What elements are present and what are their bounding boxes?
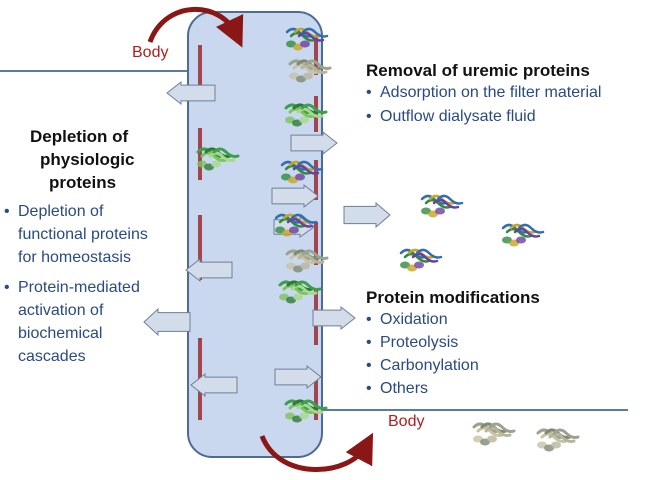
depletion-bullet1-line3: for homeostasis	[18, 249, 131, 266]
protein-ribbon-icon	[285, 27, 329, 51]
depletion-title-line1: Depletion of	[30, 127, 129, 146]
depletion-bullet2-line3: biochemical	[18, 325, 103, 342]
curved-flow-arrow-icon	[259, 432, 374, 472]
block-arrow-icon	[185, 257, 233, 283]
protein-ribbon-icon	[280, 160, 324, 184]
protein-ribbon-icon	[501, 223, 545, 247]
modifications-title: Protein modifications	[366, 288, 540, 307]
removal-bullet-adsorption: •Adsorption on the filter material	[366, 84, 602, 101]
block-arrow-icon	[290, 130, 338, 156]
block-arrow-icon	[312, 305, 356, 331]
curved-flow-arrow-icon	[147, 7, 244, 48]
block-arrow-icon	[190, 372, 238, 398]
block-arrow-icon	[271, 183, 319, 209]
protein-ribbon-icon	[285, 249, 329, 273]
protein-ribbon-icon	[284, 103, 328, 127]
protein-ribbon-icon	[284, 399, 328, 423]
depletion-bullet2-line2: activation of	[18, 302, 104, 319]
depletion-bullet1-line2: functional proteins	[18, 226, 148, 243]
body-label-bottom: Body	[388, 413, 425, 430]
depletion-bullet2-line4: cascades	[18, 348, 86, 365]
modifications-bullet-oxidation: •Oxidation	[366, 311, 448, 328]
modifications-bullet-others: •Others	[366, 380, 429, 397]
modifications-bullet-carbonylation: •Carbonylation	[366, 357, 479, 374]
block-arrow-icon	[166, 80, 216, 106]
depletion-bullet2-line1: •Protein-mediated	[4, 279, 140, 296]
depletion-title-line3: proteins	[49, 173, 117, 192]
proteins	[196, 27, 580, 452]
block-arrow-icon	[274, 364, 322, 390]
removal-title: Removal of uremic proteins	[366, 61, 590, 80]
protein-ribbon-icon	[274, 213, 318, 237]
removal-bullet-outflow: •Outflow dialysate fluid	[366, 108, 536, 125]
protein-ribbon-icon	[196, 147, 240, 171]
depletion-title-line2: physiologic	[40, 150, 135, 169]
protein-ribbon-icon	[420, 194, 464, 218]
protein-ribbon-icon	[472, 422, 516, 446]
body-label-top: Body	[132, 44, 169, 61]
protein-ribbon-icon	[536, 428, 580, 452]
protein-ribbon-icon	[278, 280, 322, 304]
block-arrow-icon	[143, 307, 191, 337]
modifications-bullet-proteolysis: •Proteolysis	[366, 334, 459, 351]
protein-ribbon-icon	[399, 248, 443, 272]
depletion-bullet1-line1: •Depletion of	[4, 203, 104, 220]
block-arrow-icon	[343, 201, 391, 229]
protein-ribbon-icon	[288, 59, 332, 83]
